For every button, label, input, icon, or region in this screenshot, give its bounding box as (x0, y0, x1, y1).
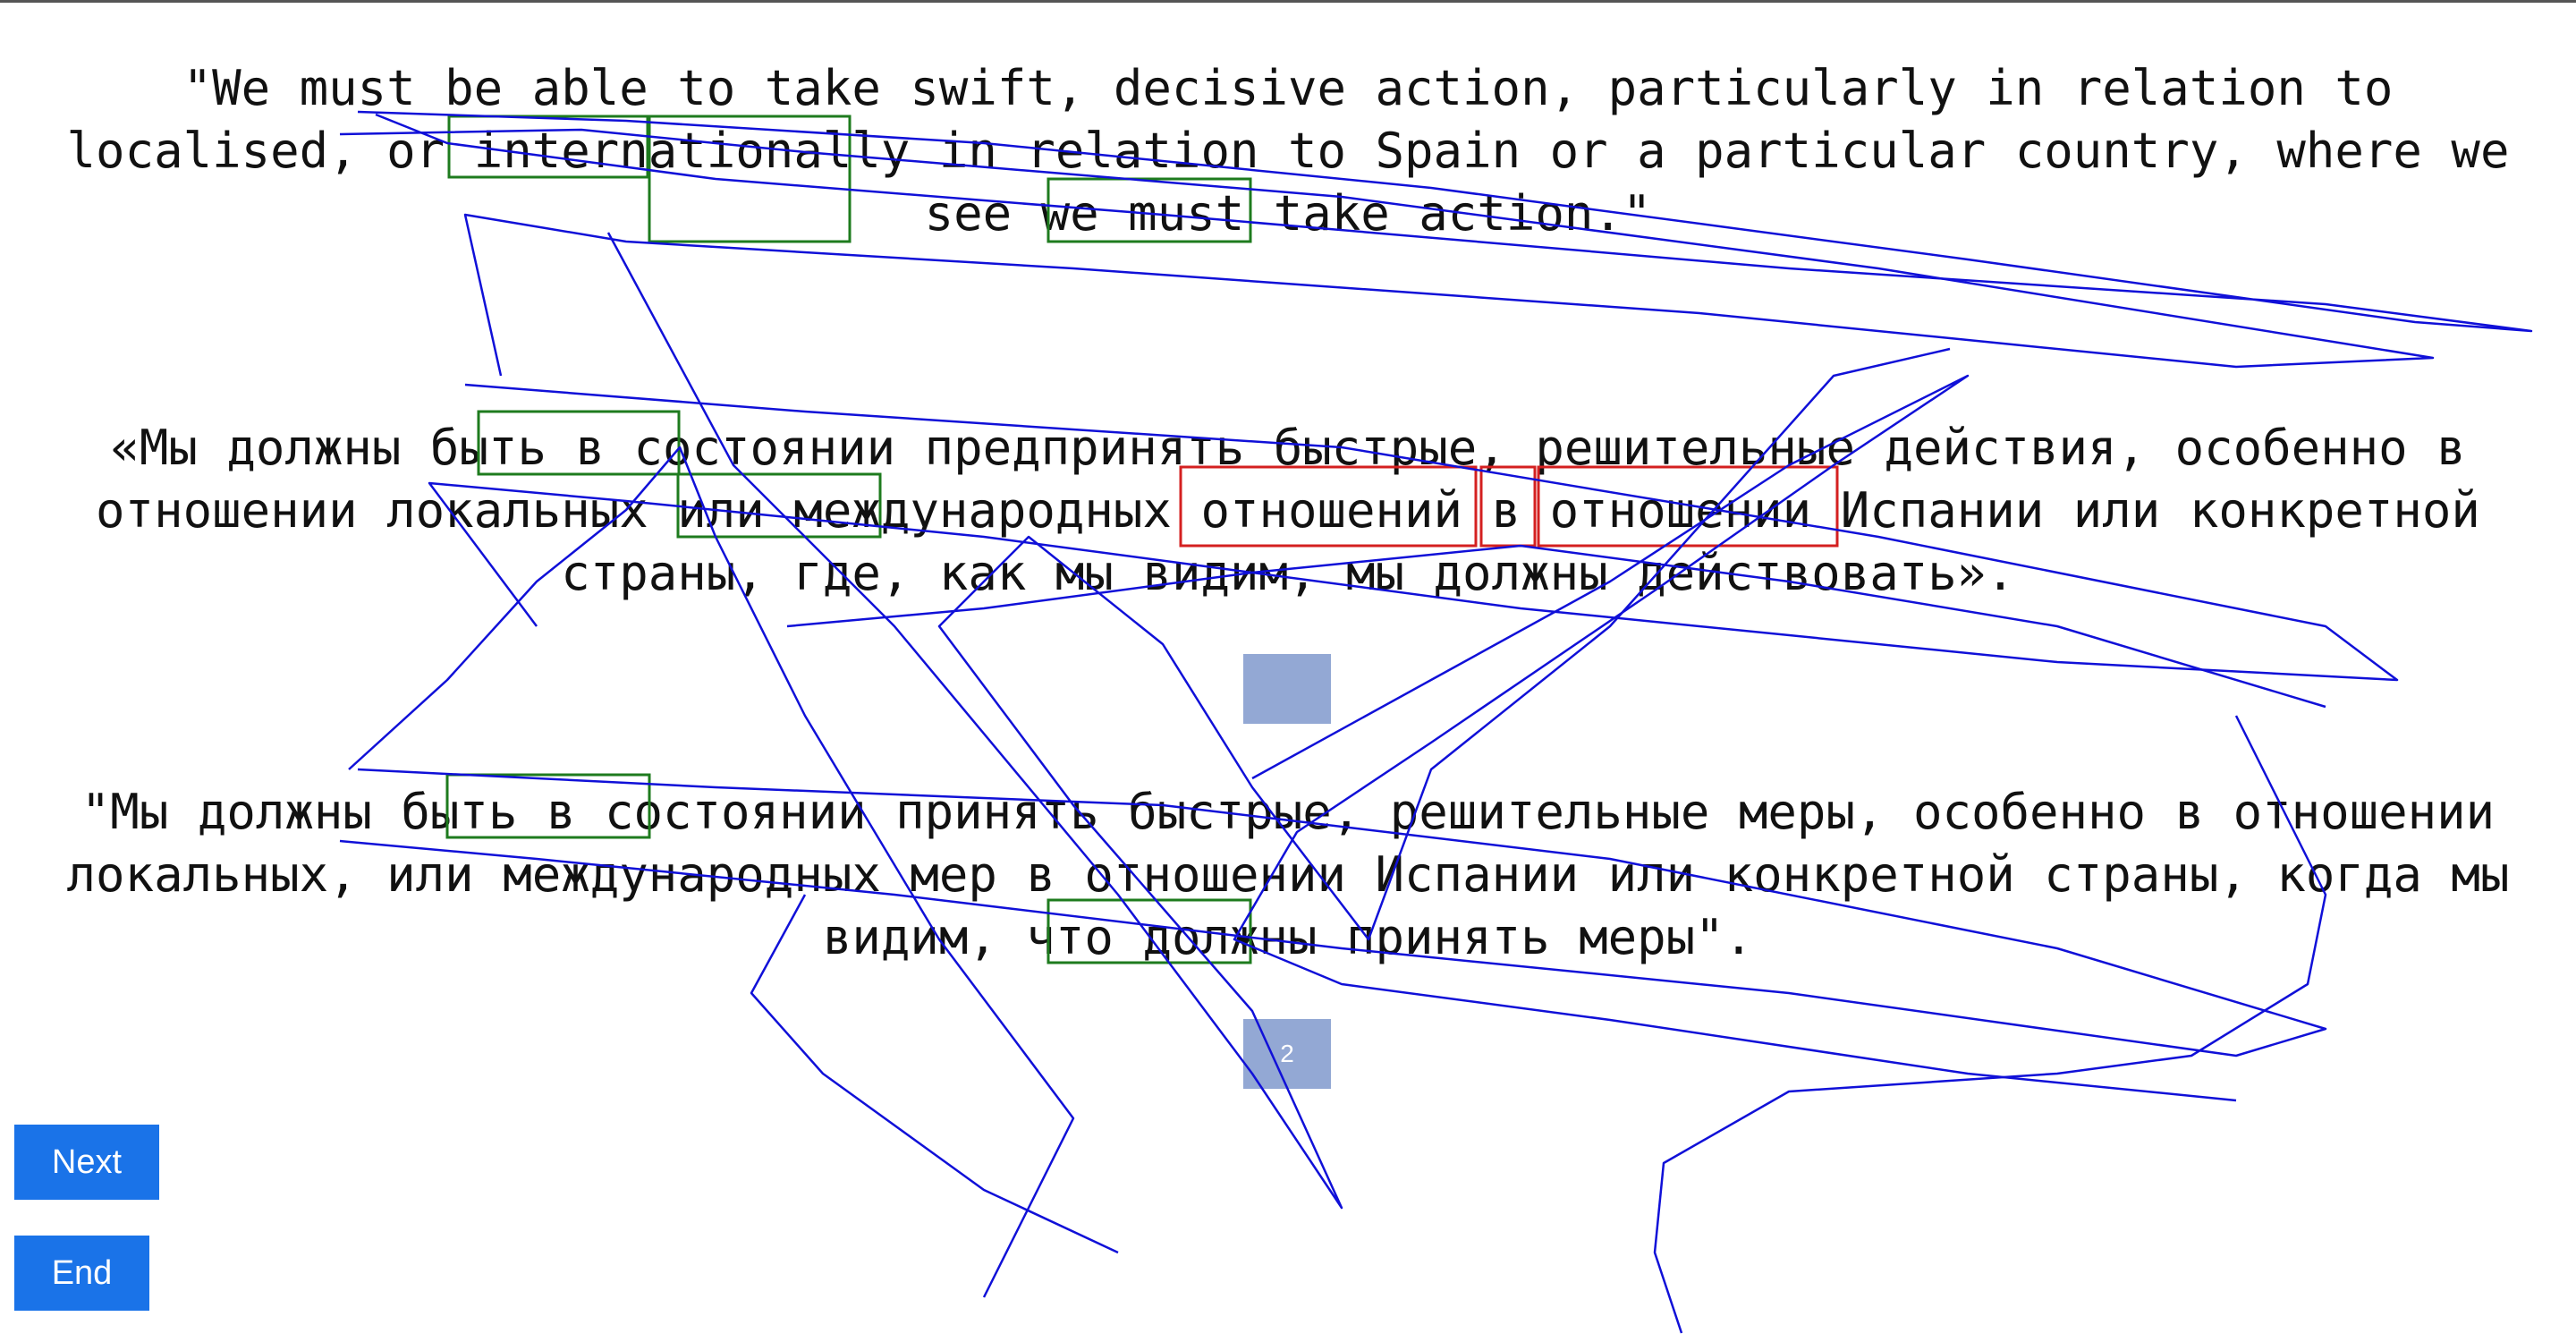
translation-2-line: локальных, или международных мер в отнош… (66, 846, 2510, 903)
translation-2: "Мы должны быть в состоянии принять быст… (36, 781, 2540, 969)
gaze-trace (339, 110, 2533, 1334)
source-sentence: "We must be able to take swift, decisive… (36, 57, 2540, 245)
translation-1-score-box[interactable] (1243, 654, 1331, 724)
top-divider (0, 0, 2576, 3)
next-button[interactable]: Next (14, 1125, 159, 1200)
source-line: "We must be able to take swift, decisive… (182, 60, 2394, 116)
translation-1-line: страны, где, как мы видим, мы должны дей… (561, 545, 2015, 601)
translation-1-line: «Мы должны быть в состоянии предпринять … (110, 420, 2466, 476)
translation-2-line: "Мы должны быть в состоянии принять быст… (80, 784, 2496, 840)
translation-2-score-box[interactable]: 2 (1243, 1019, 1331, 1089)
translation-1-line: отношении локальных или международных от… (96, 482, 2480, 539)
end-button[interactable]: End (14, 1236, 149, 1311)
source-line: see we must take action." (924, 185, 1652, 242)
translation-1: «Мы должны быть в состоянии предпринять … (36, 417, 2540, 605)
translation-2-line: видим, что должны принять меры". (822, 909, 1754, 965)
source-line: localised, or internationally in relatio… (66, 123, 2510, 179)
